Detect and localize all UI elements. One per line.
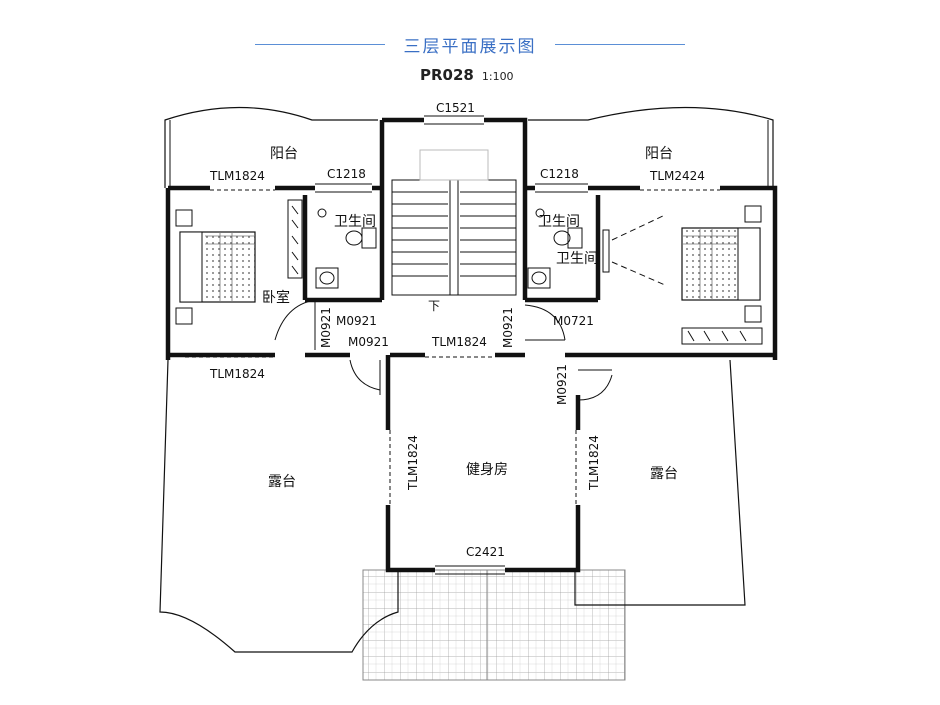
- tv-view-icon: [602, 214, 666, 286]
- label-m0721: M0721: [553, 314, 594, 328]
- room-terrace-right: 露台: [650, 466, 678, 482]
- room-bath-right-a: 卫生间: [538, 214, 580, 230]
- stair-direction: 下: [428, 299, 440, 313]
- label-tlm1824-top-left: TLM1824: [209, 169, 265, 183]
- label-m0921-e: M0921: [555, 364, 569, 405]
- balcony-right-outline: [528, 106, 774, 188]
- terrace-left-outline: [159, 359, 399, 653]
- door-swings: [274, 299, 613, 401]
- label-m0921-c: M0921: [319, 307, 333, 348]
- plan-code-text: PR028: [420, 66, 474, 84]
- label-tlm1824-gym-right: TLM1824: [587, 435, 601, 491]
- plan-title: 三层平面展示图: [403, 37, 537, 57]
- terrace-right-outline: [574, 359, 746, 606]
- header-rule-left: [255, 44, 385, 45]
- staircase: [391, 149, 517, 296]
- walls: [165, 117, 778, 573]
- label-m0921-a: M0921: [336, 314, 377, 328]
- label-c1521: C1521: [436, 101, 475, 115]
- bed-right-icon: [681, 205, 762, 323]
- label-tlm2424: TLM2424: [649, 169, 705, 183]
- label-c1218-right: C1218: [540, 167, 579, 181]
- bath-left-fixtures: [315, 208, 377, 289]
- room-bedroom: 卧室: [262, 289, 290, 306]
- room-bath-right-b: 卫生间: [556, 251, 598, 267]
- label-c2421: C2421: [466, 545, 505, 559]
- bed-left-icon: [175, 209, 256, 325]
- label-tlm1824-gym-left: TLM1824: [406, 435, 420, 491]
- wardrobe-right-icon: [681, 327, 763, 345]
- label-m0921-b: M0921: [348, 335, 389, 349]
- bath-right-fixtures: [527, 208, 583, 289]
- room-gym: 健身房: [466, 462, 508, 478]
- label-tlm1824-corridor: TLM1824: [431, 335, 487, 349]
- room-bath-left: 卫生间: [334, 214, 376, 230]
- balcony-left-outline: [164, 106, 378, 188]
- room-balcony-left: 阳台: [270, 146, 298, 162]
- wardrobe-left-icon: [287, 199, 303, 279]
- label-m0921-d: M0921: [501, 307, 515, 348]
- label-c1218-left: C1218: [327, 167, 366, 181]
- room-balcony-right: 阳台: [645, 146, 673, 162]
- label-tlm1824-bottom-left: TLM1824: [209, 367, 265, 381]
- plan-code: PR028 1:100: [420, 66, 620, 84]
- header-rule-right: [555, 44, 685, 45]
- window-marks: [185, 115, 720, 575]
- plan-scale: 1:100: [481, 70, 514, 83]
- room-terrace-left: 露台: [268, 474, 296, 490]
- roof-tile-area: [362, 569, 626, 681]
